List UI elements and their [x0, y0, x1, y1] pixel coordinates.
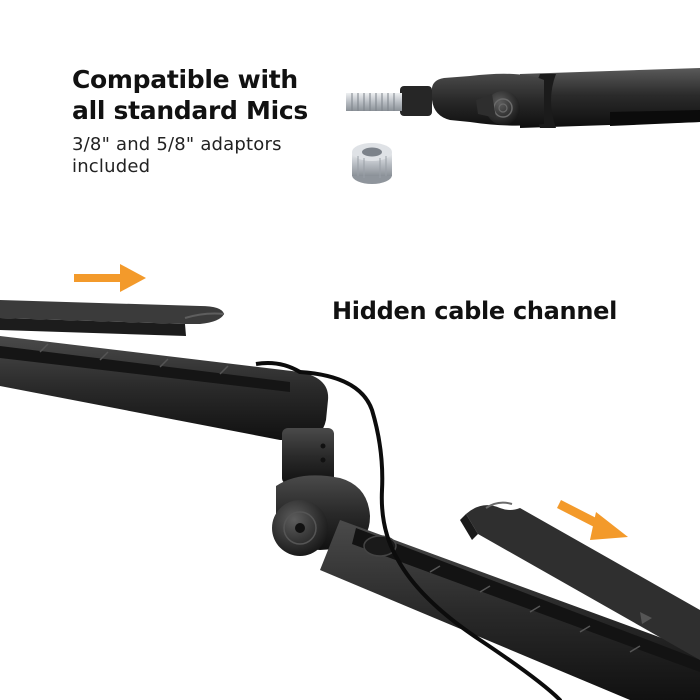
pivot-knob: [272, 500, 328, 556]
adaptor-note: 3/8" and 5/8" adaptors included: [72, 134, 282, 178]
cable-cover-left: [0, 300, 225, 336]
mic-mount-assembly: [346, 68, 700, 128]
cable-cover-right: [460, 501, 700, 660]
adaptor-note-line1: 3/8" and 5/8" adaptors: [72, 134, 282, 155]
thread-adaptor: [352, 143, 392, 184]
boom-arm-upper: [0, 336, 329, 440]
arrow-right-icon: [74, 264, 146, 292]
mic-cable: [298, 370, 562, 700]
mic-compat-title-line1: Compatible with: [72, 65, 298, 94]
cable-channel-title: Hidden cable channel: [332, 297, 618, 325]
mic-compat-title-line2: all standard Mics: [72, 96, 308, 125]
arrow-down-right-icon: [557, 500, 628, 540]
mic-compat-headline: Compatible with all standard Mics: [72, 64, 308, 126]
mount-collar: [400, 86, 432, 116]
adaptor-note-line2: included: [72, 156, 151, 177]
